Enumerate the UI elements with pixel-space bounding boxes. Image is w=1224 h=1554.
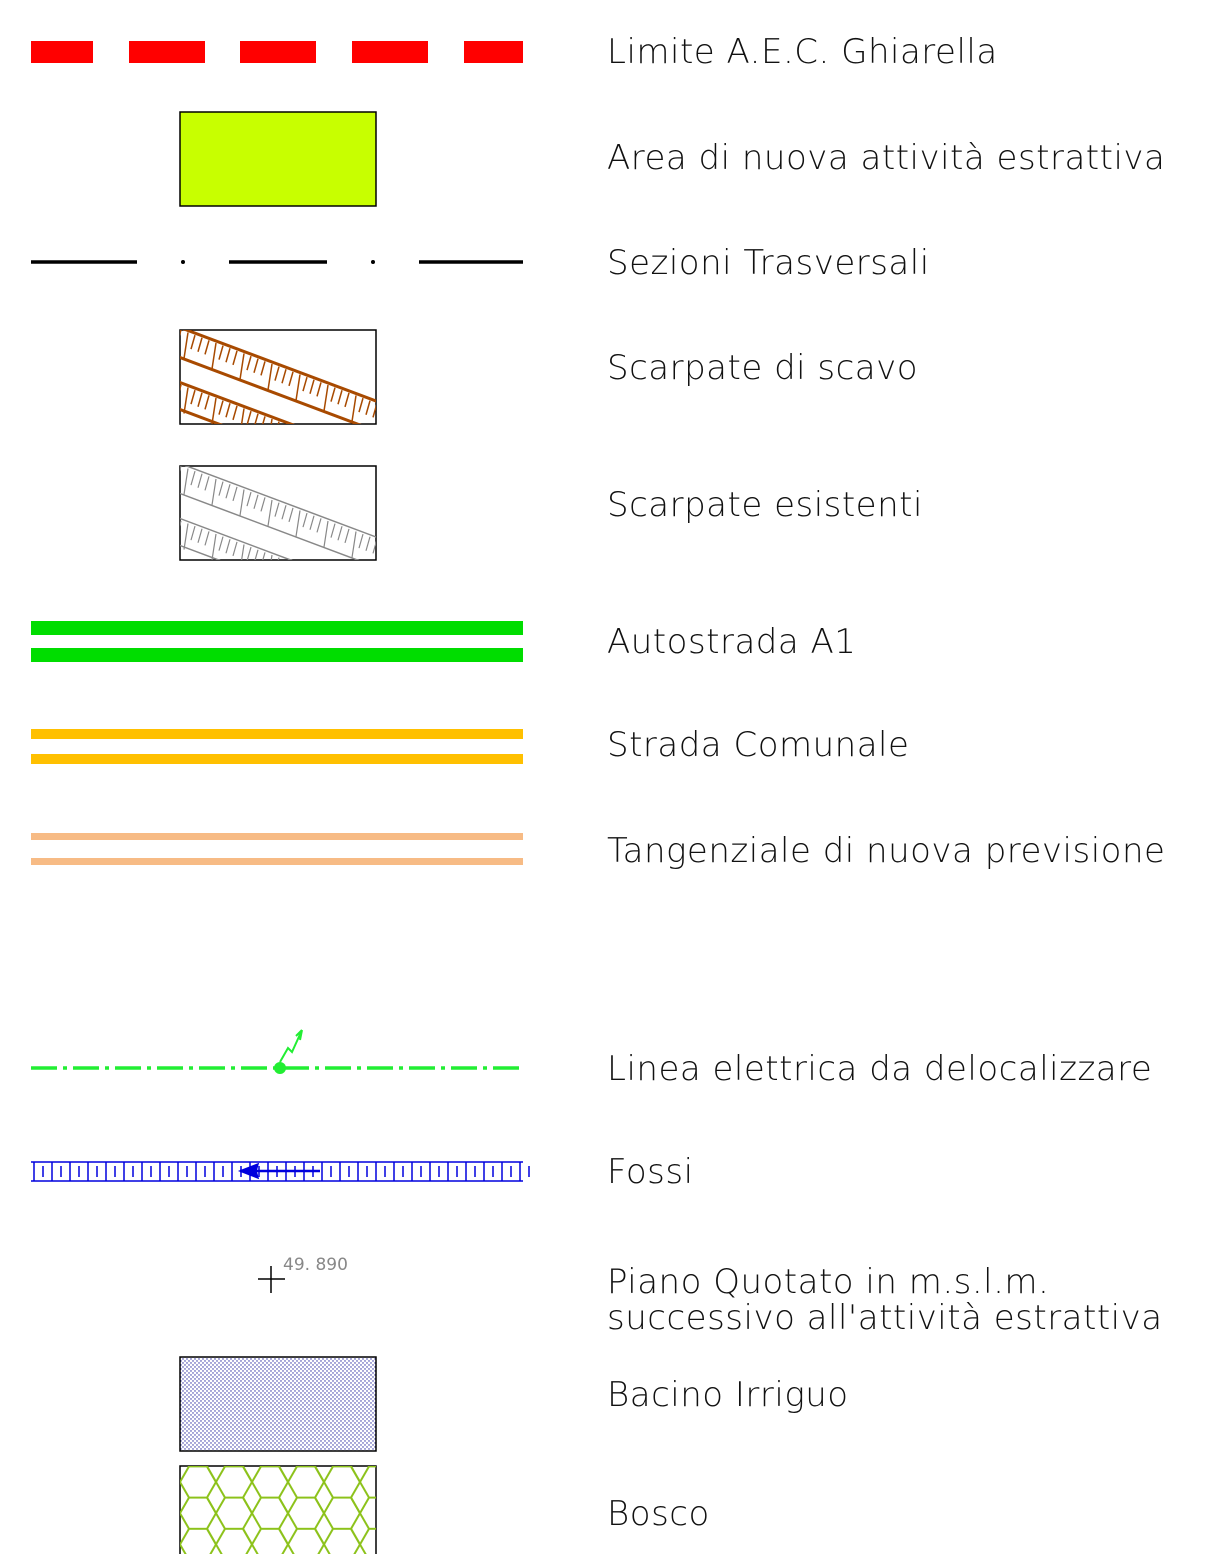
- legend-label-limite-aec: Limite A.E.C. Ghiarella: [607, 32, 998, 72]
- scarpate-scavo-swatch: [179, 329, 377, 425]
- spot-height-value: 49. 890: [283, 1255, 348, 1275]
- piano-quotato-symbol: 49. 890: [258, 1255, 348, 1293]
- bacino-irriguo-swatch: [179, 1356, 377, 1452]
- fossi-symbol: [31, 1161, 530, 1182]
- strada-comunale-symbol: [31, 729, 523, 764]
- limite-aec-symbol: [31, 41, 523, 63]
- legend-label-scarpate-esistenti: Scarpate esistenti: [607, 485, 923, 525]
- legend-label-area-nuova-attivita: Area di nuova attività estrattiva: [607, 138, 1166, 178]
- legend-label-linea-elettrica: Linea elettrica da delocalizzare: [607, 1049, 1153, 1089]
- tangenziale-symbol: [31, 833, 523, 865]
- autostrada-symbol: [31, 621, 523, 662]
- legend-label-piano-quotato-line2: successivo all'attività estrattiva: [607, 1298, 1163, 1338]
- legend-label-sezioni-trasversali: Sezioni Trasversali: [607, 243, 930, 283]
- area-nuova-attivita-swatch: [179, 111, 377, 207]
- legend-label-piano-quotato-line1: Piano Quotato in m.s.l.m.: [607, 1262, 1050, 1302]
- legend-label-autostrada: Autostrada A1: [607, 622, 857, 662]
- legend-label-tangenziale: Tangenziale di nuova previsione: [607, 831, 1166, 871]
- linea-elettrica-symbol: [31, 1029, 523, 1074]
- legend-label-strada-comunale: Strada Comunale: [607, 725, 910, 765]
- sezioni-trasversali-symbol: [31, 260, 523, 264]
- legend-label-bosco: Bosco: [607, 1494, 710, 1534]
- bosco-swatch: [179, 1465, 377, 1554]
- legend-label-bacino-irriguo: Bacino Irriguo: [607, 1375, 849, 1415]
- scarpate-esistenti-swatch: [179, 465, 377, 561]
- legend-label-piano-quotato: Piano Quotato in m.s.l.m. successivo all…: [607, 1264, 1163, 1336]
- legend-label-fossi: Fossi: [607, 1152, 694, 1192]
- legend-label-scarpate-scavo: Scarpate di scavo: [607, 348, 919, 388]
